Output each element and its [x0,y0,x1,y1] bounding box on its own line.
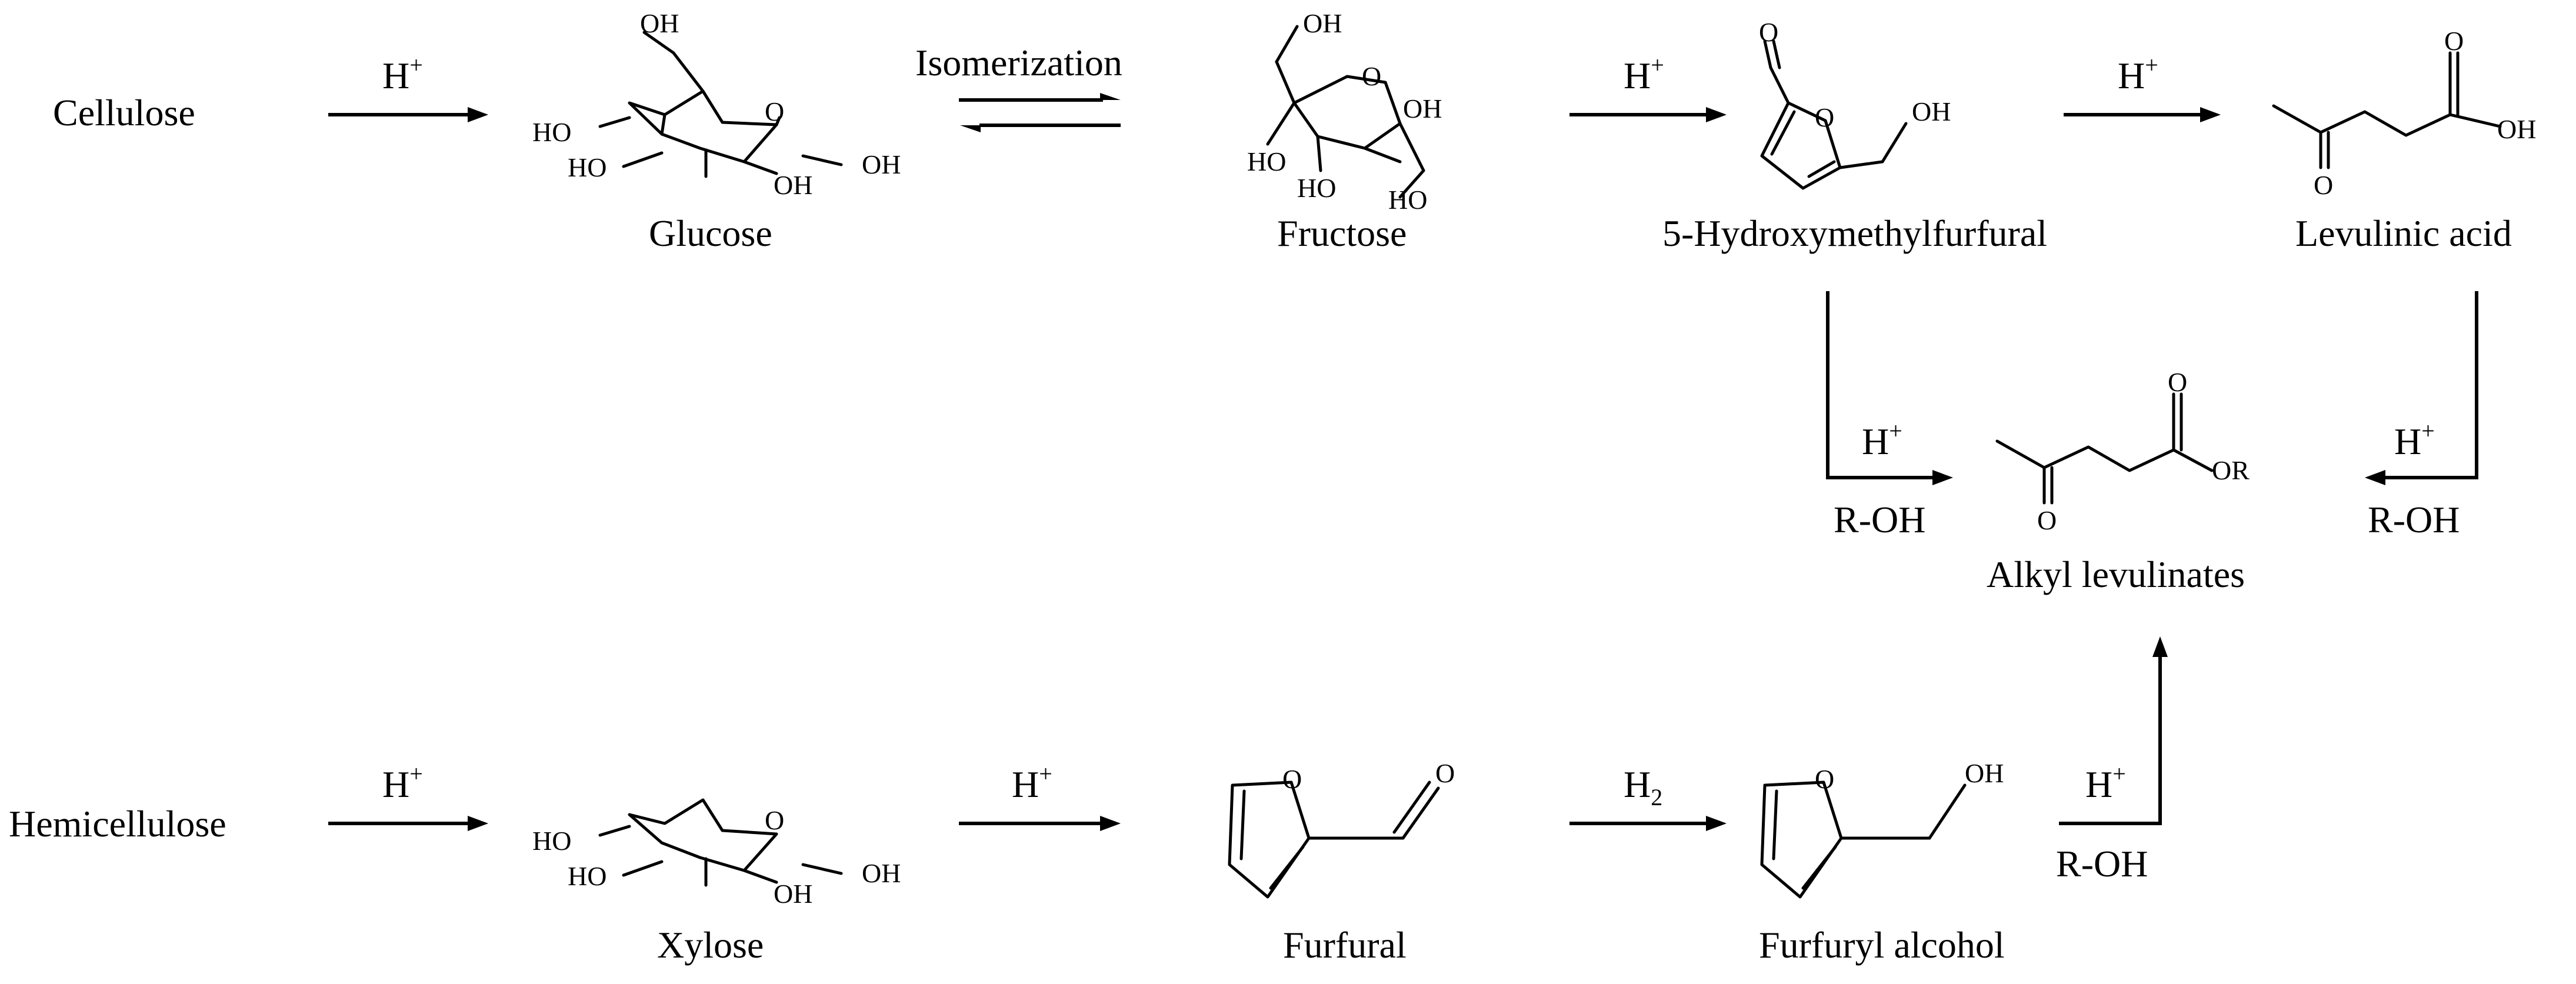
atom-label: O [2444,26,2464,56]
xylose-label: Xylose [657,924,764,966]
atom-label: O [1815,764,1834,794]
atom-label: O [765,96,784,126]
furfural-structure: O O [1228,758,1455,899]
acid-catalyst-label: H+ [2085,760,2126,805]
atom-label: OH [2497,114,2536,144]
reaction-arrow [328,816,488,831]
atom-label: OH [1965,758,2004,788]
hmf-label: 5-Hydroxymethylfurfural [1662,212,2047,254]
atom-label: OH [862,149,901,179]
fructose-structure: OH O OH HO HO HO [1247,8,1442,215]
alkyl-levulinate-structure: O O OR [1995,367,2250,535]
reaction-arrow [328,107,488,122]
atom-label: OH [1303,8,1342,38]
atom-label: O [2314,170,2333,200]
atom-label: HO [1247,146,1286,176]
acid-catalyst-label: H+ [1012,760,1052,805]
alcohol-label: R-OH [2056,843,2148,885]
atom-label: OR [2212,455,2250,485]
atom-label: O [2168,367,2187,397]
acid-catalyst-label: H+ [1624,52,1664,96]
reaction-arrow [2064,107,2221,122]
atom-label: O [1759,17,1778,47]
equilibrium-arrows [959,93,1121,132]
furfural-label: Furfural [1283,924,1407,966]
atom-label: OH [862,858,901,888]
reaction-arrow [1826,291,1953,485]
hydrogen-label: H2 [1624,763,1662,810]
atom-label: HO [532,117,571,147]
furfuryl-alcohol-label: Furfuryl alcohol [1759,924,2005,966]
furfuryl-alcohol-structure: O OH [1760,758,2004,899]
xylose-structure: O HO HO OH OH [532,798,901,909]
atom-label: HO [1297,173,1336,203]
reaction-arrow [2059,636,2168,825]
atom-label: HO [568,861,606,891]
atom-label: OH [640,8,679,38]
atom-label: O [1282,764,1302,794]
fructose-label: Fructose [1277,212,1407,254]
glucose-label: Glucose [649,212,772,254]
levulinic-acid-structure: O O OH [2272,26,2536,200]
atom-label: O [2037,505,2057,535]
atom-label: HO [568,152,606,182]
acid-catalyst-label: H+ [382,760,423,805]
atom-label: HO [1388,185,1427,215]
reaction-arrow [2365,291,2478,485]
atom-label: HO [532,826,571,856]
reaction-arrow [1569,107,1727,122]
atom-label: OH [1403,94,1442,124]
atom-label: OH [774,879,812,909]
hmf-structure: O O OH [1759,17,1951,190]
atom-label: O [1815,102,1834,132]
hemicellulose-label: Hemicellulose [9,803,226,845]
acid-catalyst-label: H+ [2394,418,2435,462]
glucose-structure: OH O HO HO OH OH [532,8,901,200]
reaction-arrow [959,816,1121,831]
atom-label: O [1362,61,1381,91]
reaction-arrow [1569,816,1727,831]
acid-catalyst-label: H+ [382,52,423,96]
alkyl-levulinates-label: Alkyl levulinates [1987,553,2245,595]
atom-label: OH [774,170,812,200]
atom-label: O [1435,758,1455,788]
cellulose-label: Cellulose [53,92,195,134]
levulinic-acid-label: Levulinic acid [2295,212,2512,254]
atom-label: OH [1912,96,1951,126]
alcohol-label: R-OH [1834,499,1925,541]
isomerization-label: Isomerization [915,42,1122,84]
acid-catalyst-label: H+ [1862,418,1902,462]
alcohol-label: R-OH [2368,499,2460,541]
atom-label: O [765,805,784,835]
acid-catalyst-label: H+ [2118,52,2158,96]
